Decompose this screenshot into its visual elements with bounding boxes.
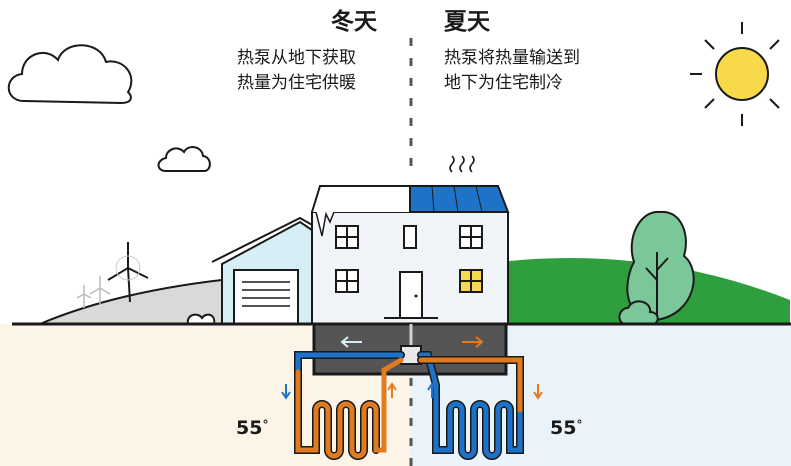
garage xyxy=(211,216,315,325)
solar-panel xyxy=(409,185,510,213)
degree-symbol: ° xyxy=(576,418,583,432)
winter-temperature: 55° xyxy=(236,419,268,438)
house xyxy=(311,185,510,325)
arrow-icon xyxy=(462,336,484,348)
arrow-icon xyxy=(340,336,362,348)
winter-description-line2: 热量为住宅供暖 xyxy=(237,73,356,93)
summer-temperature: 55° xyxy=(550,419,582,438)
window xyxy=(403,225,417,249)
wind-turbine-icon xyxy=(76,276,111,308)
winter-description-line1: 热泵从地下获取 xyxy=(237,48,356,68)
arrow-icon xyxy=(281,382,437,400)
bush xyxy=(186,313,216,325)
winter-title: 冬天 xyxy=(331,9,377,35)
summer-temperature-value: 55 xyxy=(550,417,577,439)
cloud-icon xyxy=(7,44,133,105)
arrow-icon xyxy=(387,382,543,400)
cloud-icon xyxy=(157,146,211,172)
winter-temperature-value: 55 xyxy=(236,417,263,439)
summer-description-line1: 热泵将热量输送到 xyxy=(444,48,580,68)
heat-waves-icon xyxy=(449,155,475,173)
pipe-orange xyxy=(295,356,524,459)
garage-door xyxy=(233,269,299,325)
summer-description-line2: 地下为住宅制冷 xyxy=(444,73,563,93)
degree-symbol: ° xyxy=(262,418,269,432)
front-door xyxy=(399,271,423,319)
tree-icon xyxy=(618,210,695,325)
icicles xyxy=(315,211,335,237)
sun-icon xyxy=(690,22,780,126)
summer-title: 夏天 xyxy=(444,9,490,35)
wind-turbine-icon xyxy=(107,242,149,303)
